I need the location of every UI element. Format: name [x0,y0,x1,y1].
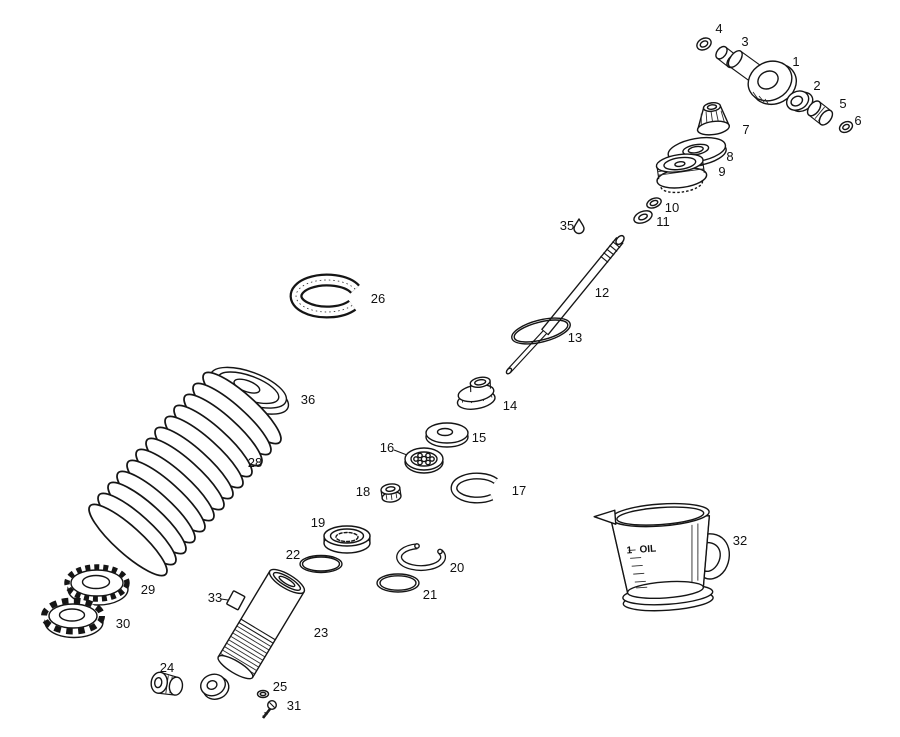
part-30-lock-ring [41,597,105,639]
part-17-c-ring [450,472,498,504]
part-label-9: 9 [718,164,725,179]
part-32-oil-cup: 1 OIL [593,502,730,612]
part-label-35: 35 [560,218,574,233]
part-labels: 4312567891011351213263628141516171819222… [116,21,862,713]
part-label-26: 26 [371,291,385,306]
part-label-18: 18 [356,484,370,499]
part-6-ring [838,120,854,134]
part-31-bolt [261,700,278,719]
part-label-4: 4 [715,21,722,36]
part-11-seal-ring [633,210,653,224]
part-1-shock-eye [727,50,797,106]
part-5-bushing [806,100,834,126]
part-24-bushing [150,671,184,696]
part-label-20: 20 [450,560,464,575]
part-4-o-ring [696,37,712,51]
part-label-16: 16 [380,440,394,455]
part-20-snap-ring [396,543,447,572]
part-label-7: 7 [742,122,749,137]
part-label-2: 2 [813,78,820,93]
part-21-o-ring [376,573,420,593]
part-35-oil-drop-icon [573,218,585,235]
part-13-wire-ring [511,317,571,345]
cup-handle [700,533,730,580]
part-label-36: 36 [301,392,315,407]
part-label-30: 30 [116,616,130,631]
part-7-bumper [696,102,730,136]
oil-cup-label: OIL [639,543,656,555]
part-12-piston-rod [505,234,625,375]
part-10-ring [646,197,662,209]
part-16-valve-plate [393,447,444,474]
part-label-32: 32 [733,533,747,548]
part-label-31: 31 [287,698,301,713]
part-18-nut [380,483,402,503]
part-2-washer [785,90,814,113]
part-label-11: 11 [656,214,670,229]
part-33-wedge [220,590,246,611]
part-19-piston-ring-assembly [323,525,371,554]
part-22-ring [299,554,343,574]
part-label-10: 10 [665,200,679,215]
cup-spout [593,509,617,525]
part-25-ring [256,689,270,699]
part-label-17: 17 [512,483,526,498]
part-label-6: 6 [854,113,861,128]
part-28-coil-spring [88,371,282,577]
part-23-shock-body [200,568,306,700]
part-label-13: 13 [568,330,582,345]
part-label-5: 5 [839,96,846,111]
part-29-adjuster-cam-ring [64,564,130,606]
part-label-8: 8 [726,149,733,164]
part-15-washer [425,422,469,448]
part-label-29: 29 [141,582,155,597]
part-label-33: 33 [208,590,222,605]
part-label-1: 1 [792,54,799,69]
part-label-25: 25 [273,679,287,694]
part-label-24: 24 [160,660,174,675]
part-label-21: 21 [423,587,437,602]
part-label-23: 23 [314,625,328,640]
part-label-3: 3 [741,34,748,49]
part-label-28: 28 [248,455,262,470]
part-23-body-eye [200,673,230,700]
part-label-19: 19 [311,515,325,530]
part-label-22: 22 [286,547,300,562]
part-14-seal-head [456,376,496,410]
oil-cup-scale-mark: 1 [626,545,633,556]
part-label-15: 15 [472,430,486,445]
part-9-piston [655,153,708,194]
part-label-12: 12 [595,285,609,300]
leader-line-33 [220,598,229,601]
part-26-c-washer [289,273,360,319]
part-label-14: 14 [503,398,517,413]
leader-line-16 [393,449,408,456]
